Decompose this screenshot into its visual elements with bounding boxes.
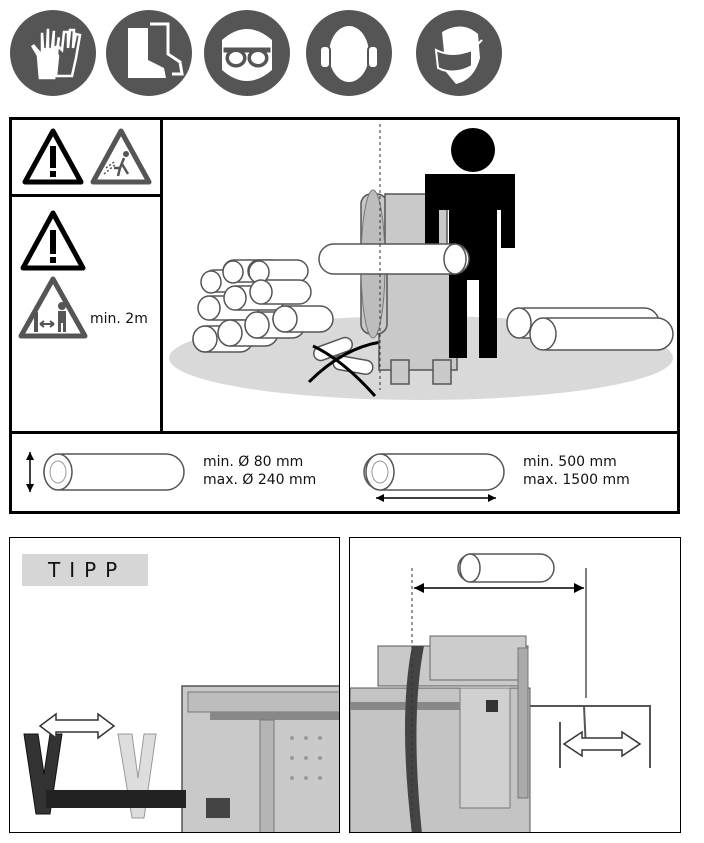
flying-debris-warning-icon [90,128,152,185]
warning-triangle-icon [22,128,84,185]
tip-label: TIPP [22,554,148,586]
log-diameter-diagram [26,452,185,492]
diameter-max-text: max. Ø 240 mm [203,472,317,488]
warning-triangle-icon [20,210,86,271]
gloves-icon [10,10,96,96]
operating-scene-illustration [169,124,674,400]
log-length-diagram [363,453,505,502]
face-mask-icon [416,10,502,96]
ear-protection-icon [306,10,392,96]
safety-diagram-frame [9,117,680,514]
tip-photo-right [349,537,681,833]
tip-photo-left [9,537,340,833]
safety-glasses-icon [204,10,290,96]
min-distance-label: min. 2m [90,311,148,327]
length-max-text: max. 1500 mm [523,472,630,488]
safety-boots-icon [106,10,192,96]
diameter-min-text: min. Ø 80 mm [203,454,304,470]
length-min-text: min. 500 mm [523,454,617,470]
keep-distance-warning-icon [18,276,88,339]
